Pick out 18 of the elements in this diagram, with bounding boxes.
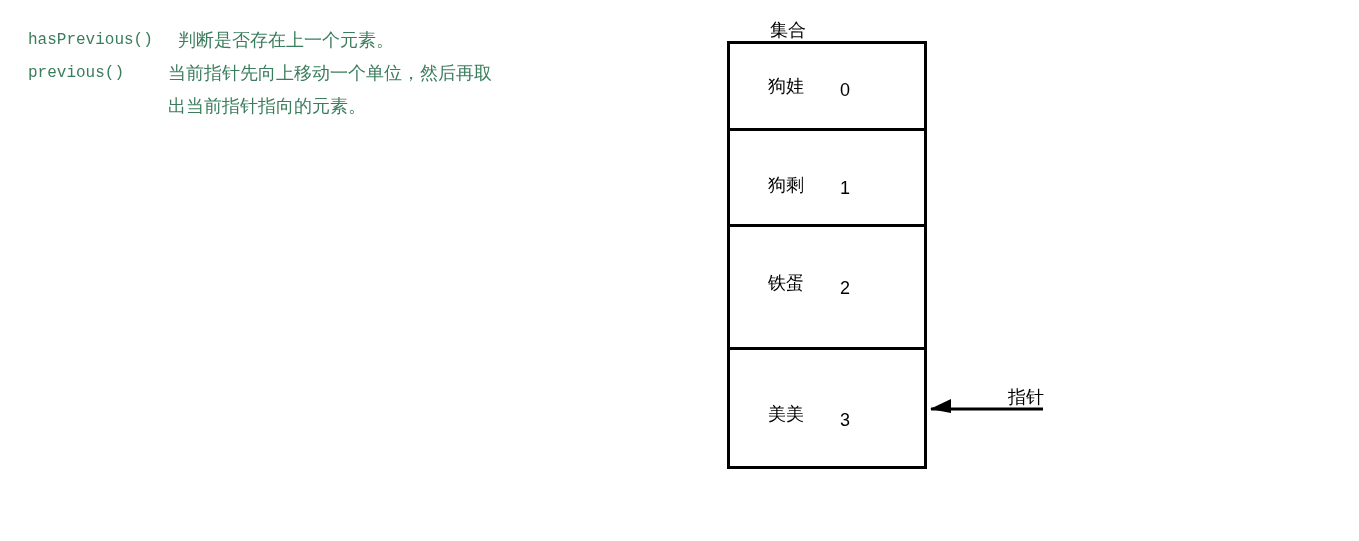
list-cell [727, 131, 927, 227]
list-cell [727, 350, 927, 469]
index-number: 2 [840, 278, 850, 298]
index-number: 1 [840, 178, 850, 198]
method-name: previous() [28, 63, 124, 83]
collection-title: 集合 [770, 20, 806, 40]
pointer-label: 指针 [1008, 387, 1044, 407]
list-cell [727, 227, 927, 350]
element-name: 美美 [768, 404, 804, 424]
element-name: 狗娃 [768, 76, 804, 96]
list-cell [727, 41, 927, 131]
method-name: hasPrevious() [28, 30, 153, 50]
index-number: 3 [840, 410, 850, 430]
method-description: 当前指针先向上移动一个单位，然后再取出当前指针指向的元素。 [168, 62, 493, 118]
method-description: 判断是否存在上一个元素。 [178, 30, 394, 50]
element-name: 铁蛋 [768, 273, 804, 293]
index-number: 0 [840, 80, 850, 100]
element-name: 狗剩 [768, 175, 804, 195]
